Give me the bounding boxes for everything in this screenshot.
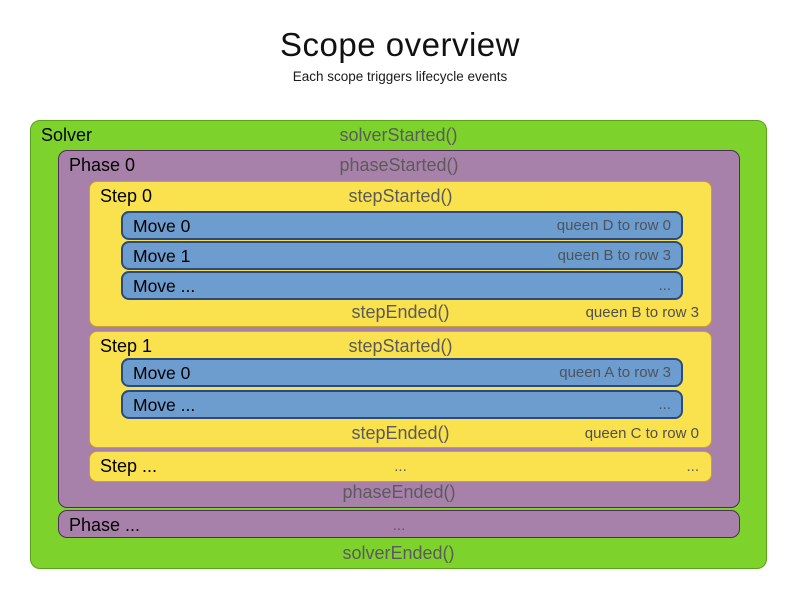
step-more-scope-box: Step ... ... ... [89, 451, 712, 482]
step-1-started-event: stepStarted() [348, 336, 453, 356]
solver-scope-box: Solver solverStarted() solverEnded() Pha… [30, 120, 767, 569]
phase-more-scope-box: Phase ... ... [58, 510, 740, 538]
step-0-label: Step 0 [100, 186, 153, 206]
step-1-ended-note: queen C to row 0 [584, 425, 699, 442]
move-note: ... [658, 277, 671, 294]
step-0-ended-note: queen B to row 3 [585, 304, 699, 321]
phase-started-event: phaseStarted() [339, 155, 459, 175]
move-box: Move 0 queen D to row 0 [121, 211, 683, 240]
page-subtitle: Each scope triggers lifecycle events [292, 69, 508, 84]
move-label: Move 0 [133, 363, 191, 383]
step-1-ended-event: stepEnded() [351, 423, 450, 443]
solver-label: Solver [41, 125, 93, 145]
step-0-footer: stepEnded() queen B to row 3 [90, 300, 711, 324]
move-label: Move 0 [133, 216, 191, 236]
phase-ended-event: phaseEnded() [342, 482, 456, 502]
move-note: queen B to row 3 [557, 247, 671, 264]
step-1-scope-box: Step 1 stepStarted() Move 0 queen A to r… [89, 331, 712, 448]
move-box: Move 0 queen A to row 3 [121, 358, 683, 387]
move-note: queen A to row 3 [559, 364, 671, 381]
step-0-started-event: stepStarted() [348, 186, 453, 206]
phase-more-ellipsis-center: ... [392, 517, 406, 534]
solver-ended-event: solverEnded() [342, 543, 455, 563]
step-more-ellipsis-center: ... [394, 458, 407, 475]
step-0-ended-event: stepEnded() [351, 302, 450, 322]
move-label: Move ... [133, 395, 196, 415]
phase-more-label: Phase ... [69, 515, 141, 535]
move-box: Move 1 queen B to row 3 [121, 241, 683, 270]
step-0-scope-box: Step 0 stepStarted() Move 0 queen D to r… [89, 181, 712, 327]
step-1-label: Step 1 [100, 336, 153, 356]
move-box: Move ... ... [121, 390, 683, 419]
step-1-footer: stepEnded() queen C to row 0 [90, 421, 711, 445]
move-label: Move ... [133, 276, 196, 296]
step-more-ellipsis-right: ... [686, 458, 699, 475]
move-note: queen D to row 0 [556, 217, 671, 234]
solver-started-event: solverStarted() [339, 125, 458, 145]
step-more-label: Step ... [100, 456, 158, 476]
phase-0-label: Phase 0 [69, 155, 136, 175]
move-box: Move ... ... [121, 271, 683, 300]
move-note: ... [658, 396, 671, 413]
phase-0-scope-box: Phase 0 phaseStarted() phaseEnded() Step… [58, 150, 740, 508]
move-label: Move 1 [133, 246, 191, 266]
page-title: Scope overview [280, 26, 520, 63]
